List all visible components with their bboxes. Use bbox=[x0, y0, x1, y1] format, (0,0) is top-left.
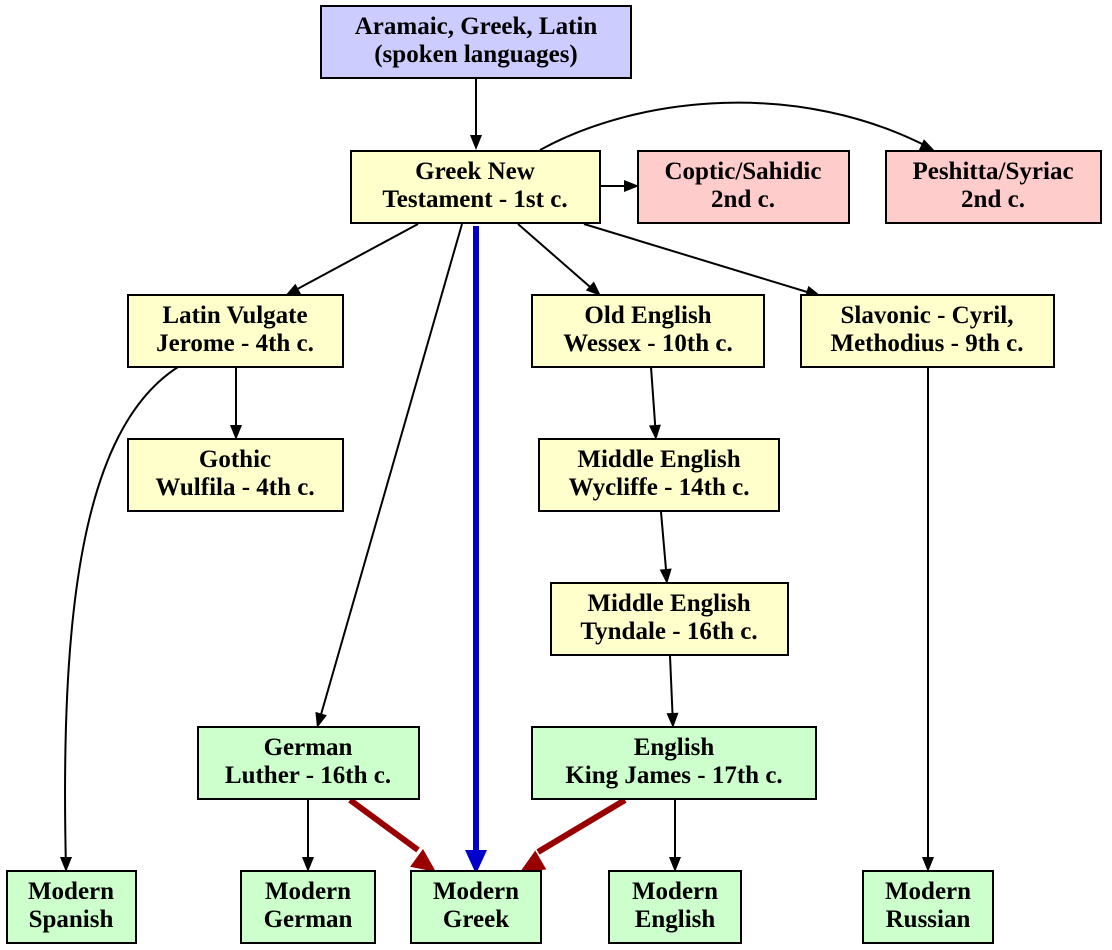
node-middle-english-tyndale: Middle English Tyndale - 16th c. bbox=[550, 582, 789, 656]
arrowhead-vulgate bbox=[285, 283, 302, 296]
arrowhead-modern-greek-from-king-james bbox=[520, 850, 547, 872]
node-modern-russian-line2: Russian bbox=[886, 906, 971, 933]
arrowhead-greek-nt bbox=[470, 135, 482, 150]
arrowhead-coptic bbox=[624, 180, 639, 192]
arrowhead-luther bbox=[315, 711, 327, 728]
node-modern-spanish: Modern Spanish bbox=[6, 870, 137, 944]
node-german-luther: German Luther - 16th c. bbox=[197, 726, 420, 800]
node-slavonic-line2: Methodius - 9th c. bbox=[830, 330, 1023, 357]
arrowhead-peshitta bbox=[918, 139, 935, 151]
arrowhead-wycliffe bbox=[649, 424, 661, 440]
node-peshitta-syriac-line1: Peshitta/Syriac bbox=[912, 158, 1073, 185]
node-coptic-sahidic-line2: 2nd c. bbox=[711, 186, 775, 213]
node-german-luther-line2: Luther - 16th c. bbox=[225, 762, 391, 789]
edge-greek-nt-to-luther bbox=[317, 223, 463, 726]
arrowhead-modern-english bbox=[669, 857, 681, 872]
node-german-luther-line1: German bbox=[264, 734, 353, 761]
arrowhead-old-english bbox=[585, 281, 601, 296]
arrowhead-modern-german bbox=[302, 857, 314, 872]
node-greek-new-testament-line2: Testament - 1st c. bbox=[382, 186, 567, 213]
arrowhead-modern-greek-blue bbox=[465, 850, 487, 874]
node-middle-english-tyndale-line2: Tyndale - 16th c. bbox=[580, 618, 757, 645]
node-greek-new-testament: Greek New Testament - 1st c. bbox=[350, 150, 601, 224]
node-english-king-james-line1: English bbox=[634, 734, 715, 761]
node-modern-spanish-line2: Spanish bbox=[29, 906, 114, 933]
node-old-english-line1: Old English bbox=[584, 302, 711, 329]
node-peshitta-syriac-line2: 2nd c. bbox=[961, 186, 1025, 213]
node-slavonic-line1: Slavonic - Cyril, bbox=[841, 302, 1014, 329]
arrowhead-gothic bbox=[230, 425, 242, 440]
node-spoken-languages-line1: Aramaic, Greek, Latin bbox=[355, 13, 598, 40]
node-spoken-languages: Aramaic, Greek, Latin (spoken languages) bbox=[320, 5, 632, 79]
nodes: Aramaic, Greek, Latin (spoken languages)… bbox=[6, 5, 1102, 944]
node-modern-spanish-line1: Modern bbox=[28, 878, 114, 905]
edge-greek-nt-to-vulgate bbox=[289, 223, 419, 294]
edge-greek-nt-to-peshitta bbox=[539, 101, 931, 151]
node-middle-english-wycliffe: Middle English Wycliffe - 14th c. bbox=[538, 438, 780, 512]
node-gothic-line2: Wulfila - 4th c. bbox=[155, 474, 314, 501]
arrowhead-modern-russian bbox=[922, 857, 934, 872]
node-latin-vulgate-line1: Latin Vulgate bbox=[162, 302, 307, 329]
node-modern-greek-line2: Greek bbox=[443, 906, 509, 933]
node-spoken-languages-line2: (spoken languages) bbox=[374, 41, 578, 68]
node-english-king-james: English King James - 17th c. bbox=[531, 726, 817, 800]
node-modern-greek: Modern Greek bbox=[410, 870, 542, 944]
node-modern-german: Modern German bbox=[240, 870, 376, 944]
node-greek-new-testament-line1: Greek New bbox=[415, 158, 535, 185]
edge-luther-to-modern-greek bbox=[348, 797, 420, 853]
node-slavonic: Slavonic - Cyril, Methodius - 9th c. bbox=[800, 294, 1055, 368]
node-gothic: Gothic Wulfila - 4th c. bbox=[127, 438, 344, 512]
node-modern-english-line2: English bbox=[635, 906, 716, 933]
node-middle-english-tyndale-line1: Middle English bbox=[587, 590, 750, 617]
node-old-english-line2: Wessex - 10th c. bbox=[563, 330, 732, 357]
node-peshitta-syriac: Peshitta/Syriac 2nd c. bbox=[885, 150, 1102, 224]
arrowhead-king-james bbox=[666, 712, 679, 728]
arrowheads bbox=[60, 135, 935, 874]
node-gothic-line1: Gothic bbox=[199, 446, 271, 473]
node-english-king-james-line2: King James - 17th c. bbox=[565, 762, 782, 789]
node-modern-german-line1: Modern bbox=[265, 878, 351, 905]
arrowhead-modern-greek-from-luther bbox=[410, 849, 436, 872]
node-modern-german-line2: German bbox=[264, 906, 353, 933]
node-modern-english: Modern English bbox=[608, 870, 742, 944]
node-latin-vulgate-line2: Jerome - 4th c. bbox=[156, 330, 314, 357]
edge-greek-nt-to-slavonic bbox=[583, 223, 818, 296]
edge-king-james-to-modern-greek bbox=[536, 797, 627, 855]
arrowhead-modern-spanish bbox=[60, 857, 72, 872]
node-coptic-sahidic: Coptic/Sahidic 2nd c. bbox=[637, 150, 850, 224]
node-modern-russian-line1: Modern bbox=[885, 878, 971, 905]
node-modern-english-line1: Modern bbox=[632, 878, 718, 905]
edge-greek-nt-to-old-english bbox=[517, 223, 598, 294]
arrowhead-tyndale bbox=[659, 568, 672, 584]
node-coptic-sahidic-line1: Coptic/Sahidic bbox=[665, 158, 822, 185]
node-latin-vulgate: Latin Vulgate Jerome - 4th c. bbox=[127, 294, 344, 368]
node-old-english: Old English Wessex - 10th c. bbox=[531, 294, 765, 368]
edge-vulgate-to-modern-spanish bbox=[64, 366, 179, 870]
node-modern-greek-line1: Modern bbox=[433, 878, 519, 905]
node-modern-russian: Modern Russian bbox=[862, 870, 994, 944]
node-middle-english-wycliffe-line1: Middle English bbox=[577, 446, 740, 473]
node-middle-english-wycliffe-line2: Wycliffe - 14th c. bbox=[569, 474, 750, 501]
